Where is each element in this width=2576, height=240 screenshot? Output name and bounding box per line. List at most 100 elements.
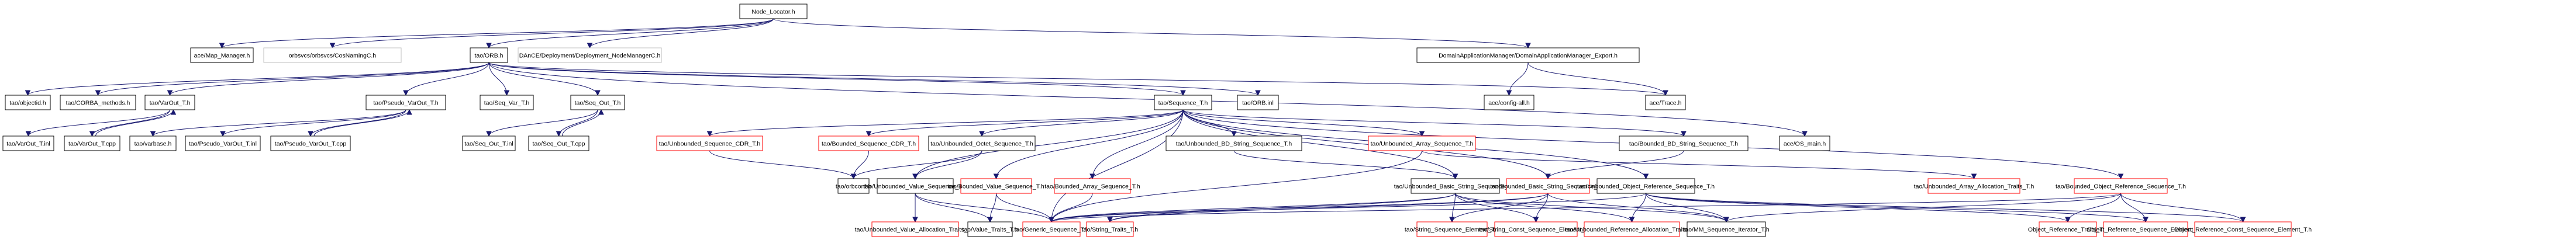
arrowhead-icon — [89, 131, 95, 137]
node-objref-seq-elem[interactable]: Object_Reference_Sequence_Element_T.h — [2087, 221, 2205, 237]
edge-seq_out_h-to-seq_out_inl — [488, 109, 598, 137]
node-varout-h[interactable]: tao/VarOut_T.h — [144, 95, 195, 110]
edge-bnd_basic_string-to-string_traits — [1109, 193, 1549, 222]
node-mm-seq-iter[interactable]: tao/MM_Sequence_Iterator_T.h — [1683, 221, 1770, 237]
edge-sequence_t-to-generic_seq — [1051, 109, 1184, 222]
node-box — [1584, 221, 1680, 237]
node-box — [1165, 135, 1302, 151]
arrowhead-icon — [598, 109, 604, 115]
node-pseudo-varout-inl[interactable]: tao/Pseudo_VarOut_T.inl — [185, 135, 261, 151]
node-seq-var-h[interactable]: tao/Seq_Var_T.h — [480, 95, 534, 110]
node-generic-seq[interactable]: tao/Generic_Sequence_T.h — [1014, 221, 1089, 237]
node-string-traits[interactable]: tao/String_Traits_T.h — [1082, 221, 1139, 237]
node-label: tao/String_Sequence_Element_T.h — [1405, 227, 1499, 234]
node-unb-octet[interactable]: tao/Unbounded_Octet_Sequence_T.h — [928, 135, 1036, 151]
node-box — [1237, 95, 1279, 110]
node-varout-inl[interactable]: tao/VarOut_T.inl — [2, 135, 54, 151]
node-box — [1416, 221, 1488, 237]
node-orb-h[interactable]: tao/ORB.h — [470, 47, 508, 63]
edge-bnd_basic_string-to-mm_seq_iter — [1547, 193, 1727, 222]
arrowhead-icon — [1545, 173, 1551, 180]
arrowhead-icon — [1255, 90, 1261, 96]
node-box — [64, 135, 120, 151]
arrowhead-icon — [1681, 131, 1687, 137]
node-unb-ref-alloc[interactable]: tao/Unbounded_Reference_Allocation_Trait… — [1565, 221, 1699, 237]
node-objref-const-seq-elem[interactable]: Object_Reference_Const_Sequence_Element_… — [2174, 221, 2312, 237]
node-unb-value-alloc[interactable]: tao/Unbounded_Value_Allocation_Traits_T.… — [855, 221, 976, 237]
node-sequence-t[interactable]: tao/Sequence_T.h — [1154, 95, 1212, 110]
node-string-seq-elem[interactable]: tao/String_Sequence_Element_T.h — [1405, 221, 1499, 237]
node-box — [1368, 135, 1476, 151]
node-label: tao/VarOut_T.inl — [6, 141, 50, 148]
node-bnd-seq-cdr[interactable]: tao/Bounded_Sequence_CDR_T.h — [818, 135, 919, 151]
node-unb-array-seq[interactable]: tao/Unbounded_Array_Sequence_T.h — [1368, 135, 1476, 151]
node-label: tao/VarOut_T.h — [150, 100, 191, 107]
node-corba-methods[interactable]: tao/CORBA_methods.h — [60, 95, 136, 110]
node-box — [967, 221, 1013, 237]
node-unb-seq-cdr[interactable]: tao/Unbounded_Sequence_CDR_T.h — [656, 135, 763, 151]
node-unb-basic-string[interactable]: tao/Unbounded_Basic_String_Sequence_T.h — [1394, 178, 1517, 194]
node-config-all[interactable]: ace/config-all.h — [1484, 95, 1534, 110]
edge-pseudo_varout_h-to-varbase — [153, 109, 406, 137]
node-seq-out-h[interactable]: tao/Seq_Out_T.h — [570, 95, 625, 110]
node-value-traits[interactable]: tao/Value_Traits_T.h — [962, 221, 1018, 237]
arrowhead-icon — [1449, 217, 1455, 223]
node-label: tao/MM_Sequence_Iterator_T.h — [1683, 227, 1769, 234]
edge-sequence_t-to-unb_value_seq — [915, 109, 1184, 179]
node-pseudo-varout-h[interactable]: tao/Pseudo_VarOut_T.h — [365, 95, 446, 110]
node-label: tao/String_Traits_T.h — [1082, 227, 1139, 234]
node-box — [1687, 221, 1766, 237]
node-bnd-array-seq[interactable]: tao/Bounded_Array_Sequence_T.h — [1044, 178, 1140, 194]
node-label: Node_Locator.h — [751, 9, 795, 16]
arrowhead-icon — [329, 43, 336, 49]
node-pseudo-varout-cpp[interactable]: tao/Pseudo_VarOut_T.cpp — [270, 135, 351, 151]
node-box — [2039, 221, 2097, 237]
edge-varout_h-to-varout_cpp — [92, 109, 170, 137]
edge-bnd_objref_seq-to-objref_const_seq_elem — [2120, 193, 2243, 222]
node-varbase[interactable]: tao/varbase.h — [129, 135, 177, 151]
node-bnd-bd-string[interactable]: tao/Bounded_BD_String_Sequence_T.h — [1619, 135, 1749, 151]
node-box — [570, 95, 625, 110]
node-bnd-basic-string[interactable]: tao/Bounded_Basic_String_Sequence_T.h — [1490, 178, 1606, 194]
node-trace[interactable]: ace/Trace.h — [1645, 95, 1686, 110]
node-varout-cpp[interactable]: tao/VarOut_T.cpp — [64, 135, 120, 151]
node-unb-value-seq[interactable]: tao/Unbounded_Value_Sequence_T.h — [864, 178, 967, 194]
node-unb-bd-string[interactable]: tao/Unbounded_BD_String_Sequence_T.h — [1165, 135, 1302, 151]
edge-bnd_objref_seq-to-generic_seq — [1051, 193, 2121, 222]
edge-unb_basic_string-to-string_const_seq_elem — [1455, 193, 1536, 222]
edge-unb_objref_seq-to-objref_seq_elem — [1646, 193, 2146, 222]
node-label: tao/Pseudo_VarOut_T.inl — [189, 141, 257, 148]
node-os-main[interactable]: ace/OS_main.h — [1779, 135, 1830, 151]
edge-pseudo_varout_h-to-pseudo_varout_inl — [222, 109, 406, 137]
arrowhead-icon — [987, 217, 993, 223]
arrowhead-icon — [504, 90, 510, 96]
arrowhead-icon — [1629, 217, 1635, 223]
node-objref-traits[interactable]: Object_Reference_Traits_T.h — [2028, 221, 2108, 237]
node-label: tao/Pseudo_VarOut_T.cpp — [275, 141, 347, 148]
node-unb-objref-seq[interactable]: tao/Unbounded_Object_Reference_Sequence_… — [1577, 178, 1715, 194]
edge-sequence_t-to-bnd_value_seq — [996, 109, 1184, 179]
edge-unb_seq_cdr-to-orbconf — [709, 150, 854, 179]
node-map-manager[interactable]: ace/Map_Manager.h — [190, 47, 254, 63]
node-unb-array-alloc[interactable]: tao/Unbounded_Array_Allocation_Traits_T.… — [1914, 178, 2034, 194]
node-box — [1645, 95, 1686, 110]
node-bnd-value-seq[interactable]: tao/Bounded_Value_Sequence_T.h — [948, 178, 1044, 194]
node-box — [1484, 95, 1534, 110]
node-string-const-seq-elem[interactable]: tao/String_Const_Sequence_Element_T.h — [1479, 221, 1594, 237]
node-dam-export[interactable]: DomainApplicationManager/DomainApplicati… — [1416, 47, 1640, 63]
arrowhead-icon — [850, 173, 857, 180]
node-orb-inl[interactable]: tao/ORB.inl — [1237, 95, 1279, 110]
edge-unb_value_seq-to-value_traits — [915, 193, 991, 222]
node-seq-out-cpp[interactable]: tao/Seq_Out_T.cpp — [528, 135, 589, 151]
edge-pseudo_varout_h-to-pseudo_varout_cpp — [310, 109, 406, 137]
node-orbconf[interactable]: tao/orbconf.h — [836, 178, 871, 194]
node-bnd-objref-seq[interactable]: tao/Bounded_Object_Reference_Sequence_T.… — [2056, 178, 2186, 194]
node-seq-out-inl[interactable]: tao/Seq_Out_T.inl — [462, 135, 516, 151]
node-root[interactable]: Node_Locator.h — [739, 4, 808, 19]
node-box — [1054, 178, 1131, 194]
node-label: tao/Bounded_Sequence_CDR_T.h — [822, 141, 916, 148]
node-objectid[interactable]: tao/objectid.h — [5, 95, 51, 110]
node-box — [1506, 178, 1590, 194]
node-label: ace/config-all.h — [1488, 100, 1530, 107]
